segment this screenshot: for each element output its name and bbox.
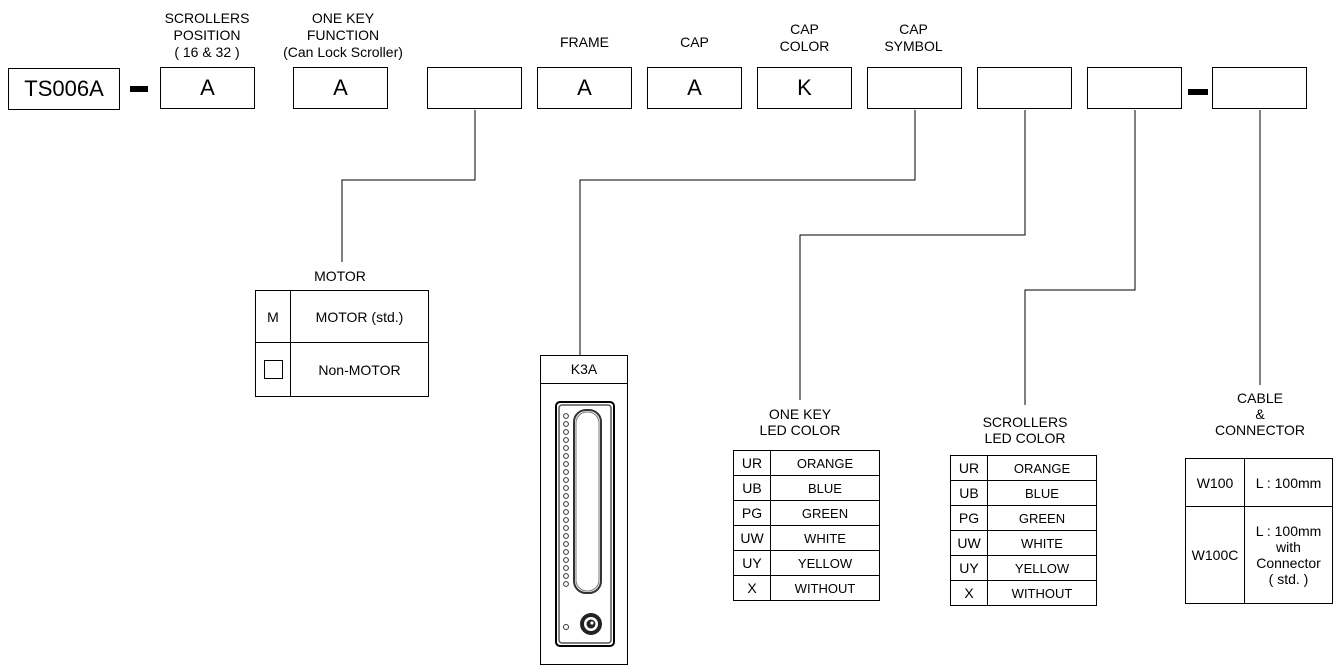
frame-box: A <box>537 67 632 109</box>
one-key-led-connector <box>799 110 1026 400</box>
motor-desc-1: MOTOR (std.) <box>290 290 429 343</box>
motor-code-1: M <box>255 290 291 343</box>
okl-code-4: UW <box>733 525 771 551</box>
one-key-function-box: A <box>293 67 388 109</box>
header-cap: CAP <box>680 34 709 50</box>
prefix-box: TS006A <box>8 68 120 110</box>
sl-color-1: ORANGE <box>987 455 1097 481</box>
okl-color-6: WITHOUT <box>770 575 880 601</box>
cap-box: A <box>647 67 742 109</box>
motor-table: M MOTOR (std.) Non-MOTOR <box>255 290 429 397</box>
scrollers-led-box <box>1087 67 1182 109</box>
cable-table: W100 L : 100mm W100C L : 100mm with Conn… <box>1185 458 1333 604</box>
cable-code-1: W100 <box>1185 458 1245 507</box>
motor-box <box>427 67 522 109</box>
header-one-key-function: ONE KEY FUNCTION (Can Lock Scroller) <box>283 10 403 60</box>
okl-color-4: WHITE <box>770 525 880 551</box>
symbol-title: K3A <box>541 356 627 384</box>
scroller-cap-drawing <box>555 401 615 647</box>
okl-color-2: BLUE <box>770 475 880 501</box>
okl-code-1: UR <box>733 450 771 476</box>
motor-code-2-cell <box>255 342 291 397</box>
one-key-led-box <box>977 67 1072 109</box>
sl-code-2: UB <box>950 480 988 506</box>
scrollers-position-box: A <box>160 67 255 109</box>
sl-color-3: GREEN <box>987 505 1097 531</box>
okl-code-6: X <box>733 575 771 601</box>
sl-code-4: UW <box>950 530 988 556</box>
scrollers-led-title: SCROLLERS LED COLOR <box>982 414 1068 446</box>
cap-symbol-box <box>867 67 962 109</box>
header-scrollers-position: SCROLLERS POSITION ( 16 & 32 ) <box>164 10 250 60</box>
cable-box <box>1212 67 1307 109</box>
cable-code-2: W100C <box>1185 506 1245 604</box>
separator-dash <box>130 86 148 92</box>
header-cap-color: CAP COLOR <box>779 21 830 54</box>
cable-desc-1: L : 100mm <box>1244 458 1333 507</box>
okl-code-5: UY <box>733 550 771 576</box>
separator-dash-2 <box>1188 89 1208 95</box>
sl-color-6: WITHOUT <box>987 580 1097 606</box>
cap-value: A <box>687 75 702 100</box>
motor-title: MOTOR <box>314 268 366 284</box>
sl-code-5: UY <box>950 555 988 581</box>
one-key-led-title: ONE KEY LED COLOR <box>759 406 841 438</box>
frame-value: A <box>577 75 592 100</box>
okl-code-3: PG <box>733 500 771 526</box>
header-frame: FRAME <box>560 34 609 50</box>
cap-symbol-connector <box>579 110 916 355</box>
okl-color-5: YELLOW <box>770 550 880 576</box>
sl-color-2: BLUE <box>987 480 1097 506</box>
prefix-text: TS006A <box>24 76 104 101</box>
sl-code-1: UR <box>950 455 988 481</box>
motor-desc-2: Non-MOTOR <box>290 342 429 397</box>
cable-desc-2: L : 100mm with Connector ( std. ) <box>1244 506 1333 604</box>
okl-color-3: GREEN <box>770 500 880 526</box>
scrollers-led-connector <box>1024 110 1136 405</box>
empty-checkbox-icon <box>263 360 283 379</box>
sl-code-3: PG <box>950 505 988 531</box>
cap-color-box: K <box>757 67 852 109</box>
sl-color-4: WHITE <box>987 530 1097 556</box>
motor-connector <box>341 110 476 262</box>
cap-color-value: K <box>797 75 812 100</box>
one-key-function-value: A <box>333 75 348 100</box>
sl-code-6: X <box>950 580 988 606</box>
scrollers-position-value: A <box>200 75 215 100</box>
cable-title: CABLE & CONNECTOR <box>1215 390 1305 438</box>
okl-color-1: ORANGE <box>770 450 880 476</box>
sl-color-5: YELLOW <box>987 555 1097 581</box>
header-cap-symbol: CAP SYMBOL <box>884 21 943 54</box>
okl-code-2: UB <box>733 475 771 501</box>
